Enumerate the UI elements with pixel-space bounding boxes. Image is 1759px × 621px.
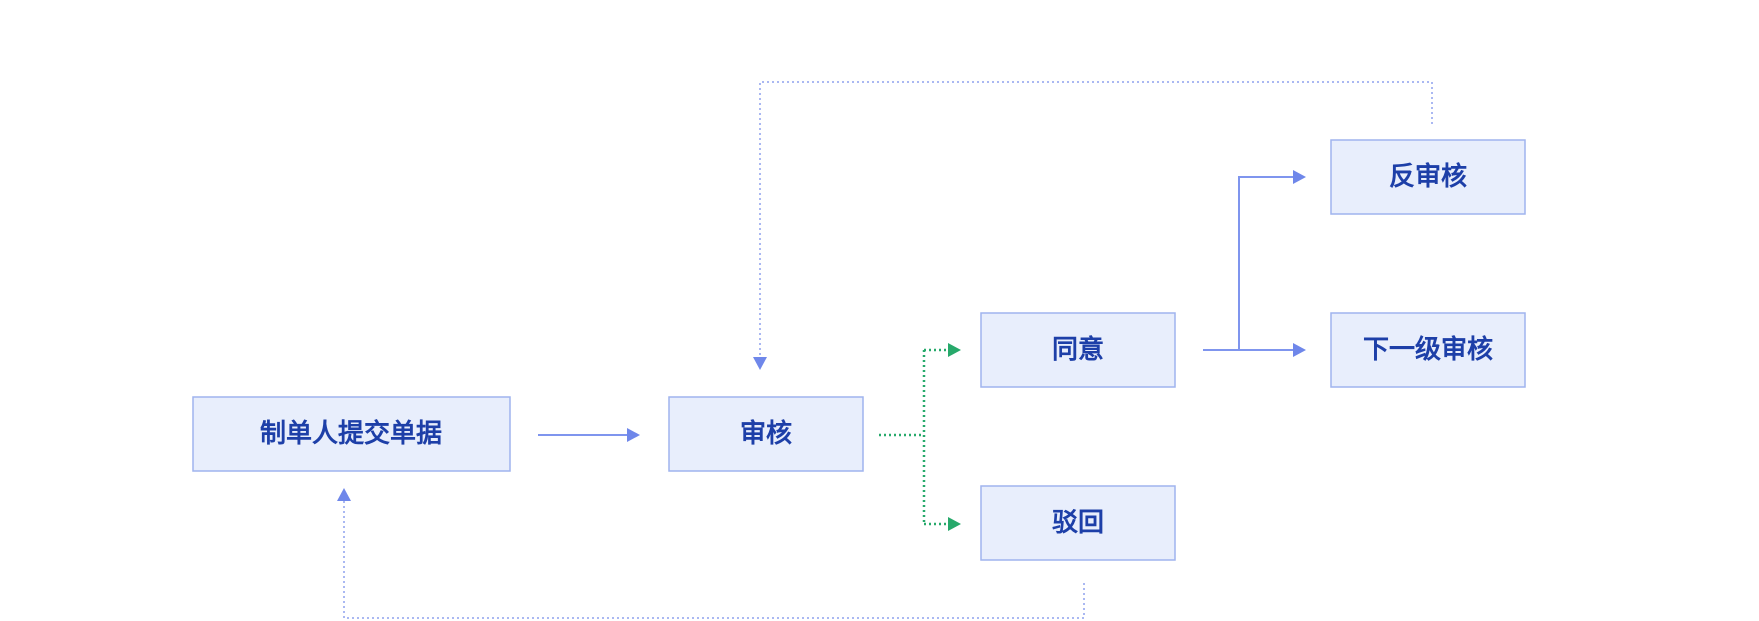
edge-approve-to-next-review <box>1203 343 1306 357</box>
node-submit-document: 制单人提交单据 <box>192 396 511 472</box>
node-reverse-review: 反审核 <box>1330 139 1526 215</box>
node-reject: 驳回 <box>980 485 1176 561</box>
node-next-level-review-label: 下一级审核 <box>1363 334 1493 365</box>
edge-reverse-review-to-review <box>753 81 1433 370</box>
node-submit-document-label: 制单人提交单据 <box>260 418 442 449</box>
edge-reject-to-submit <box>337 488 1085 619</box>
edge-review-to-reject <box>924 517 961 531</box>
node-reverse-review-label: 反审核 <box>1389 161 1467 192</box>
node-next-level-review: 下一级审核 <box>1330 312 1526 388</box>
edge-review-split <box>879 350 926 524</box>
edge-review-to-approve <box>924 343 961 357</box>
node-review-label: 审核 <box>740 418 792 449</box>
node-review: 审核 <box>668 396 864 472</box>
node-approve-label: 同意 <box>1052 334 1104 365</box>
edge-approve-to-reverse-review <box>1238 170 1306 350</box>
node-approve: 同意 <box>980 312 1176 388</box>
edge-submit-to-review <box>538 428 640 442</box>
node-reject-label: 驳回 <box>1052 508 1104 538</box>
